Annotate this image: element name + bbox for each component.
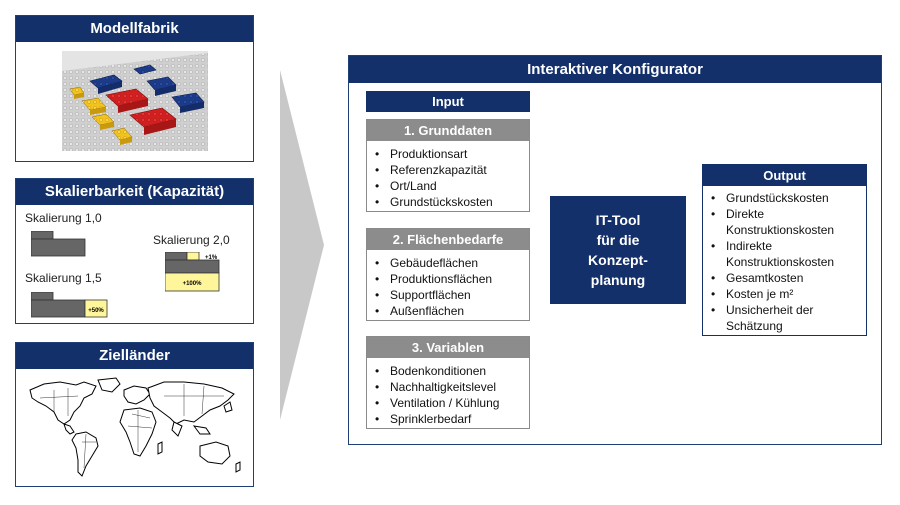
list-item: Gesamtkosten xyxy=(711,270,860,286)
list-item: Direkte Konstruktionskosten xyxy=(711,206,860,238)
list-item: Produktionsflächen xyxy=(375,271,523,287)
list-item: Supportflächen xyxy=(375,287,523,303)
scale-2-0-badge: +100% xyxy=(183,281,203,287)
list-item: Unsicherheit der Schätzung xyxy=(711,302,860,334)
ziellaender-title: Zielländer xyxy=(16,343,253,369)
scale-2-0-label: Skalierung 2,0 xyxy=(153,233,230,247)
list-item: Referenzkapazität xyxy=(375,162,523,178)
list-item: Außenflächen xyxy=(375,303,523,319)
konfigurator-title: Interaktiver Konfigurator xyxy=(349,56,881,83)
list-item: Grundstückskosten xyxy=(711,190,860,206)
scale-1-5-badge: +50% xyxy=(88,308,104,314)
list-item: Bodenkonditionen xyxy=(375,363,523,379)
scale-1-5-graphic: +50% xyxy=(31,292,108,318)
section-variablen-title: 3. Variablen xyxy=(367,337,529,358)
output-title: Output xyxy=(703,165,866,186)
output-box: Output Grundstückskosten Direkte Konstru… xyxy=(702,164,867,336)
scale-2-0-graphic: +1% +100% xyxy=(165,252,220,292)
section-variablen: 3. Variablen Bodenkonditionen Nachhaltig… xyxy=(366,336,530,429)
modellfabrik-panel: Modellfabrik xyxy=(15,15,254,162)
list-item: Ort/Land xyxy=(375,178,523,194)
section-flaechenbedarfe: 2. Flächenbedarfe Gebäudeflächen Produkt… xyxy=(366,228,530,321)
konfigurator-panel: Interaktiver Konfigurator Input 1. Grund… xyxy=(348,55,882,445)
input-title: Input xyxy=(366,91,530,112)
lego-factory-image xyxy=(62,51,208,151)
list-item: Produktionsart xyxy=(375,146,523,162)
modellfabrik-title: Modellfabrik xyxy=(16,16,253,42)
it-tool-box: IT-Tool für die Konzept- planung xyxy=(550,196,686,304)
scale-2-0-badge-top: +1% xyxy=(205,255,218,261)
ziellaender-panel: Zielländer xyxy=(15,342,254,487)
scale-1-0-graphic xyxy=(31,231,86,257)
scale-1-0-label: Skalierung 1,0 xyxy=(25,211,102,225)
flow-arrow xyxy=(280,70,324,420)
list-item: Gebäudeflächen xyxy=(375,255,523,271)
list-item: Grundstückskosten xyxy=(375,194,523,210)
list-item: Nachhaltigkeitslevel xyxy=(375,379,523,395)
it-tool-label: IT-Tool für die Konzept- planung xyxy=(588,212,648,288)
list-item: Sprinklerbedarf xyxy=(375,411,523,427)
section-grunddaten: 1. Grunddaten Produktionsart Referenzkap… xyxy=(366,119,530,212)
list-item: Indirekte Konstruktionskosten xyxy=(711,238,860,270)
section-grunddaten-title: 1. Grunddaten xyxy=(367,120,529,141)
section-flaechenbedarfe-title: 2. Flächenbedarfe xyxy=(367,229,529,250)
list-item: Kosten je m² xyxy=(711,286,860,302)
world-map-image xyxy=(29,377,241,477)
skalierbarkeit-panel: Skalierbarkeit (Kapazität) Skalierung 1,… xyxy=(15,178,254,324)
scale-1-5-label: Skalierung 1,5 xyxy=(25,271,102,285)
list-item: Ventilation / Kühlung xyxy=(375,395,523,411)
skalierbarkeit-title: Skalierbarkeit (Kapazität) xyxy=(16,179,253,205)
